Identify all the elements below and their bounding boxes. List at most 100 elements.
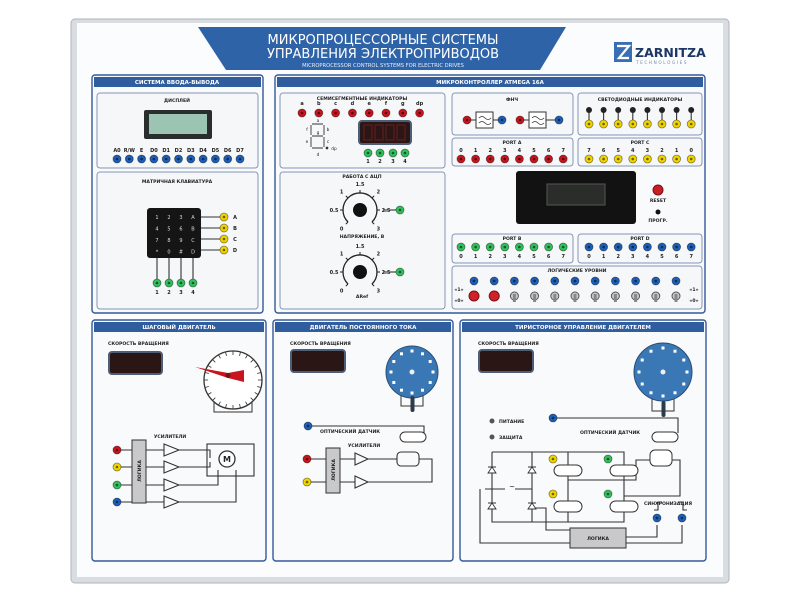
port-d-jack[interactable] <box>643 242 652 252</box>
keypad-key[interactable]: 3 <box>179 215 182 221</box>
keypad-key[interactable]: 7 <box>155 238 158 244</box>
digit-jack[interactable] <box>363 148 373 158</box>
stepper-input-jack[interactable] <box>112 497 122 507</box>
port-c-jack[interactable] <box>686 154 696 164</box>
dc-sensor-jack[interactable] <box>303 421 313 431</box>
digit-jack[interactable] <box>375 148 385 158</box>
segment-jack[interactable] <box>347 108 357 118</box>
adc-jack[interactable] <box>395 205 405 215</box>
push-button[interactable] <box>468 290 480 302</box>
led-jack[interactable] <box>643 119 652 129</box>
lpf-input-jack[interactable] <box>462 115 472 125</box>
toggle-switch[interactable] <box>570 291 580 302</box>
digit-jack[interactable] <box>388 148 398 158</box>
segment-jack[interactable] <box>381 108 391 118</box>
lcd-pin-jack[interactable] <box>161 154 171 164</box>
thyristor-gate-jack[interactable] <box>603 454 613 464</box>
lcd-pin-jack[interactable] <box>223 154 233 164</box>
port-c-jack[interactable] <box>584 154 594 164</box>
port-c-jack[interactable] <box>599 154 608 164</box>
stepper-input-jack[interactable] <box>112 462 122 472</box>
keypad-key[interactable]: # <box>179 250 183 256</box>
aref-knob[interactable] <box>353 265 367 279</box>
sync-jack[interactable] <box>652 513 662 523</box>
thyristor-gate-jack[interactable] <box>548 489 558 499</box>
keypad-key[interactable]: * <box>156 250 159 256</box>
port-d-jack[interactable] <box>613 242 623 252</box>
port-a-jack[interactable] <box>558 154 568 164</box>
segment-jack[interactable] <box>364 108 374 118</box>
led-jack[interactable] <box>584 119 594 129</box>
port-b-jack[interactable] <box>515 242 524 252</box>
segment-jack[interactable] <box>314 108 324 118</box>
keypad-key[interactable]: 4 <box>155 227 158 233</box>
port-b-jack[interactable] <box>500 242 510 252</box>
port-d-jack[interactable] <box>657 242 667 252</box>
thyristor-gate-jack[interactable] <box>548 454 558 464</box>
logic-level-jack[interactable] <box>570 276 580 286</box>
lcd-pin-jack[interactable] <box>174 154 183 164</box>
keypad-col-jack[interactable] <box>176 278 186 288</box>
port-c-jack[interactable] <box>628 154 638 164</box>
keypad-key[interactable]: 8 <box>167 238 170 244</box>
lpf-output-jack[interactable] <box>554 115 564 125</box>
logic-level-jack[interactable] <box>611 276 620 286</box>
led-jack[interactable] <box>657 119 667 129</box>
logic-level-jack[interactable] <box>651 276 661 286</box>
led-jack[interactable] <box>672 119 681 129</box>
port-a-jack[interactable] <box>500 154 510 164</box>
lcd-pin-jack[interactable] <box>186 154 196 164</box>
thyristor-sensor-jack[interactable] <box>548 413 558 423</box>
keypad-key[interactable]: 9 <box>179 238 182 244</box>
keypad-row-jack[interactable] <box>219 234 229 244</box>
logic-level-jack[interactable] <box>631 276 640 286</box>
keypad-key[interactable]: C <box>191 238 195 244</box>
port-b-jack[interactable] <box>485 242 495 252</box>
keypad-key[interactable]: D <box>191 250 195 256</box>
port-b-jack[interactable] <box>471 242 481 252</box>
led-jack[interactable] <box>613 119 623 129</box>
logic-level-jack[interactable] <box>530 276 539 286</box>
port-b-jack[interactable] <box>529 242 539 252</box>
port-d-jack[interactable] <box>584 242 594 252</box>
stepper-input-jack[interactable] <box>112 445 122 455</box>
port-b-jack[interactable] <box>544 242 553 252</box>
keypad-col-jack[interactable] <box>164 278 174 288</box>
lcd-pin-jack[interactable] <box>198 154 208 164</box>
logic-level-jack[interactable] <box>510 276 519 286</box>
reset-button[interactable] <box>652 184 664 196</box>
lcd-pin-jack[interactable] <box>112 154 122 164</box>
toggle-switch[interactable] <box>610 291 620 302</box>
lpf-input-jack[interactable] <box>515 115 525 125</box>
keypad-col-jack[interactable] <box>188 278 198 288</box>
port-a-jack[interactable] <box>456 154 466 164</box>
lcd-pin-jack[interactable] <box>124 154 134 164</box>
keypad-key[interactable]: A <box>191 215 195 221</box>
segment-jack[interactable] <box>297 108 307 118</box>
dc-input-jack[interactable] <box>302 454 312 464</box>
toggle-switch[interactable] <box>631 291 641 302</box>
led-jack[interactable] <box>628 119 638 129</box>
segment-jack[interactable] <box>398 108 408 118</box>
lcd-pin-jack[interactable] <box>137 154 147 164</box>
port-b-jack[interactable] <box>558 242 568 252</box>
port-b-jack[interactable] <box>456 242 466 252</box>
toggle-switch[interactable] <box>509 291 519 302</box>
keypad-key[interactable]: 6 <box>179 227 182 233</box>
thyristor-gate-jack[interactable] <box>603 489 613 499</box>
keypad-row-jack[interactable] <box>219 223 229 233</box>
port-a-jack[interactable] <box>471 154 481 164</box>
keypad-row-jack[interactable] <box>219 212 229 222</box>
port-d-jack[interactable] <box>599 242 608 252</box>
toggle-switch[interactable] <box>590 291 600 302</box>
port-c-jack[interactable] <box>672 154 681 164</box>
keypad-row-jack[interactable] <box>219 245 229 255</box>
lcd-pin-jack[interactable] <box>235 154 245 164</box>
port-a-jack[interactable] <box>485 154 495 164</box>
port-a-jack[interactable] <box>544 154 553 164</box>
segment-jack[interactable] <box>415 108 425 118</box>
toggle-switch[interactable] <box>550 291 560 302</box>
port-c-jack[interactable] <box>643 154 652 164</box>
keypad-key[interactable]: 2 <box>167 215 170 221</box>
lpf-output-jack[interactable] <box>497 115 507 125</box>
